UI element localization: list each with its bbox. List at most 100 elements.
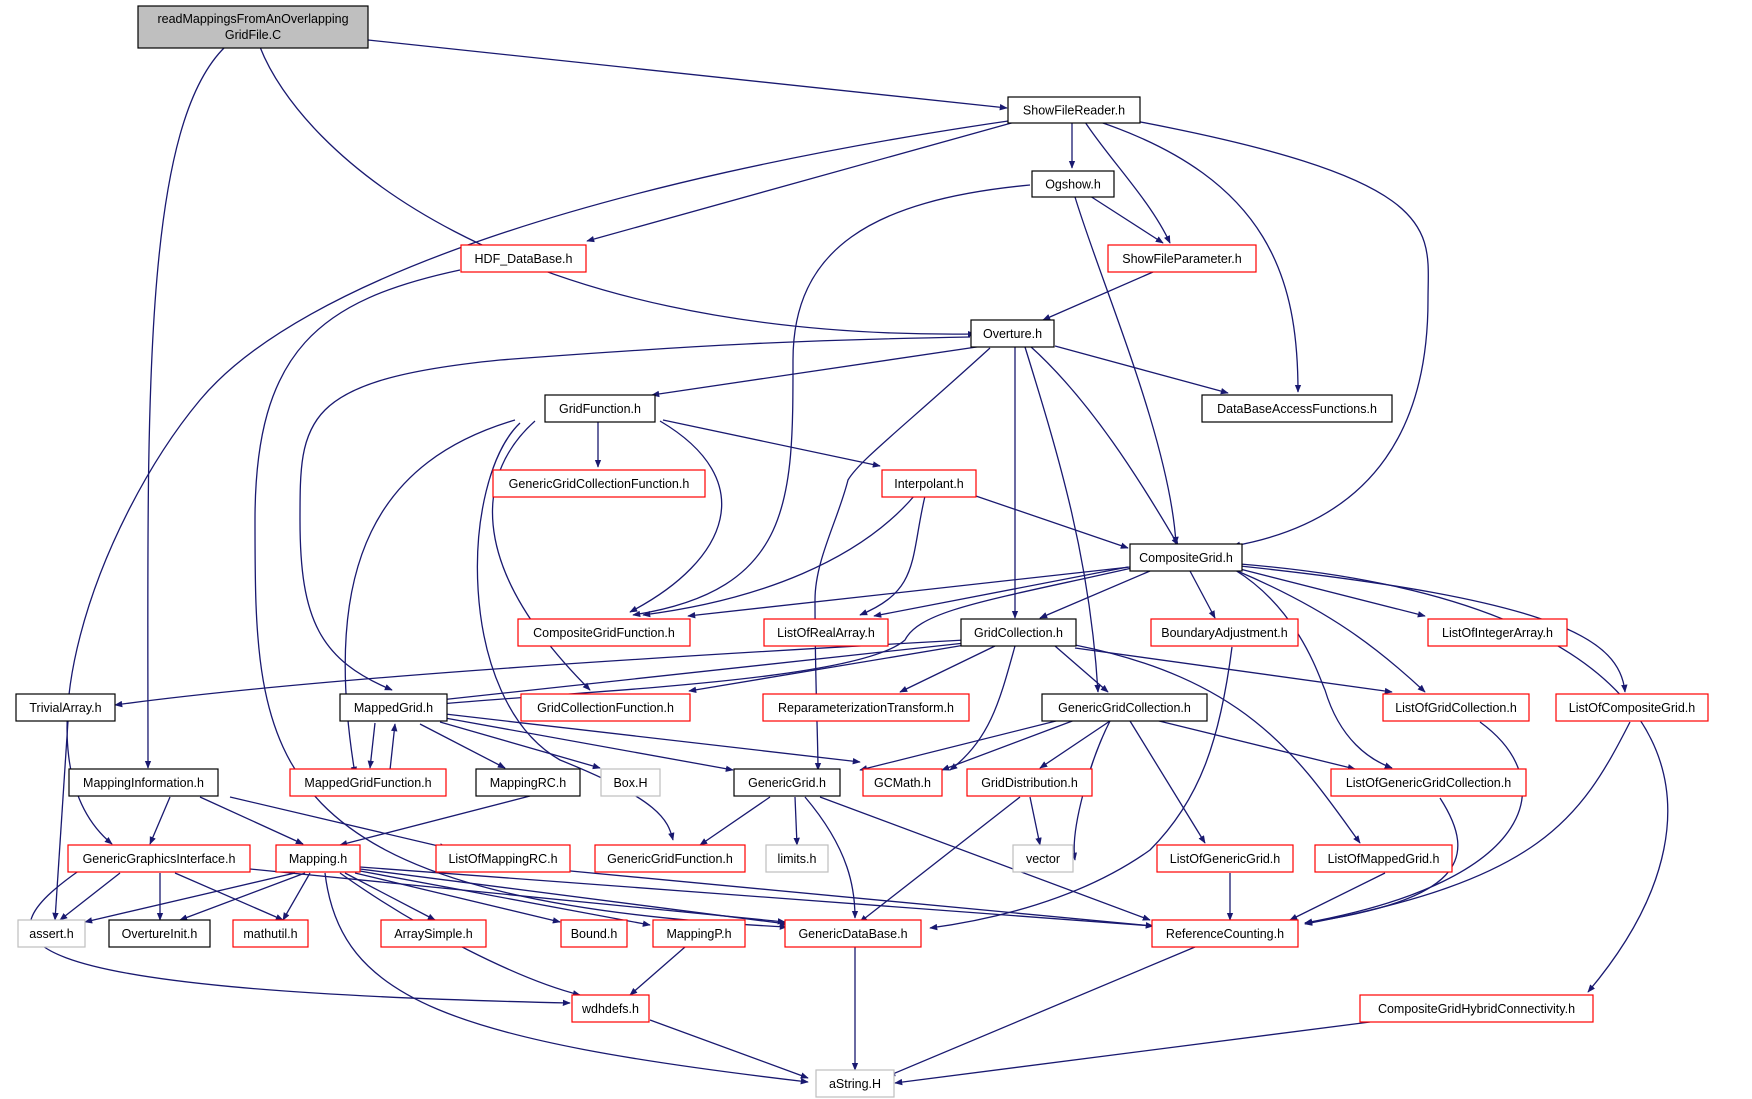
node-aString[interactable]: aString.H xyxy=(815,1069,895,1098)
node-box xyxy=(460,244,587,273)
edge xyxy=(344,419,516,775)
node-MappingInformation[interactable]: MappingInformation.h xyxy=(68,768,219,797)
node-box xyxy=(1041,693,1208,722)
edge xyxy=(899,645,996,693)
node-assert[interactable]: assert.h xyxy=(17,919,86,948)
node-ListOfIntegerArray[interactable]: ListOfIntegerArray.h xyxy=(1427,618,1568,647)
node-CompositeGridHybridConnectivity[interactable]: CompositeGridHybridConnectivity.h xyxy=(1359,994,1594,1023)
edge xyxy=(367,39,1008,111)
node-ArraySimple[interactable]: ArraySimple.h xyxy=(380,919,487,948)
node-limits[interactable]: limits.h xyxy=(765,844,829,873)
node-label: GridCollectionFunction.h xyxy=(537,701,674,715)
node-GenericGrid[interactable]: GenericGrid.h xyxy=(733,768,841,797)
node-box xyxy=(67,844,251,873)
node-label: CompositeGridFunction.h xyxy=(533,626,675,640)
node-ShowFileReader[interactable]: ShowFileReader.h xyxy=(1007,96,1141,124)
node-GenericDataBase[interactable]: GenericDataBase.h xyxy=(784,919,922,948)
node-GridCollectionFunction[interactable]: GridCollectionFunction.h xyxy=(520,693,691,722)
node-box xyxy=(17,919,86,948)
node-label: vector xyxy=(1026,852,1060,866)
edge xyxy=(339,872,581,997)
node-ListOfGridCollection[interactable]: ListOfGridCollection.h xyxy=(1382,693,1530,722)
node-box xyxy=(1031,170,1115,198)
edge xyxy=(59,872,121,921)
node-ReparameterizationTransform[interactable]: ReparameterizationTransform.h xyxy=(762,693,970,722)
node-OvertureInit[interactable]: OvertureInit.h xyxy=(108,919,211,948)
node-root-label-line2: GridFile.C xyxy=(225,28,281,42)
edge xyxy=(651,344,991,398)
node-ListOfGenericGridCollection[interactable]: ListOfGenericGridCollection.h xyxy=(1330,768,1527,797)
node-ListOfMappedGrid[interactable]: ListOfMappedGrid.h xyxy=(1314,844,1453,873)
edge xyxy=(1189,570,1216,619)
node-label: ListOfMappingRC.h xyxy=(448,852,557,866)
node-label: GenericGridCollection.h xyxy=(1058,701,1191,715)
edge xyxy=(1054,645,1109,693)
node-label: GridFunction.h xyxy=(559,402,641,416)
node-DataBaseAccessFunctions[interactable]: DataBaseAccessFunctions.h xyxy=(1201,394,1393,423)
node-MappingP[interactable]: MappingP.h xyxy=(652,919,746,948)
node-MappedGrid[interactable]: MappedGrid.h xyxy=(339,693,448,722)
node-label: ListOfGenericGridCollection.h xyxy=(1346,776,1511,790)
node-GridCollection[interactable]: GridCollection.h xyxy=(960,618,1077,647)
edge xyxy=(1084,121,1171,244)
edge xyxy=(179,872,306,921)
edge xyxy=(229,796,448,850)
node-box xyxy=(15,693,116,722)
edge xyxy=(1304,721,1631,926)
node-GridDistribution[interactable]: GridDistribution.h xyxy=(966,768,1093,797)
node-HDF_DataBase[interactable]: HDF_DataBase.h xyxy=(460,244,587,273)
node-TrivialArray[interactable]: TrivialArray.h xyxy=(15,693,116,722)
node-box xyxy=(784,919,922,948)
node-ListOfCompositeGrid[interactable]: ListOfCompositeGrid.h xyxy=(1555,693,1709,722)
edge xyxy=(444,713,861,765)
edge xyxy=(419,723,506,769)
node-box xyxy=(339,693,448,722)
node-ListOfMappingRC[interactable]: ListOfMappingRC.h xyxy=(435,844,571,873)
node-vector[interactable]: vector xyxy=(1012,844,1074,873)
node-MappingRC[interactable]: MappingRC.h xyxy=(475,768,581,797)
edge xyxy=(1074,644,1361,844)
edge xyxy=(324,872,809,1085)
node-GCMath[interactable]: GCMath.h xyxy=(862,768,943,797)
node-root[interactable]: readMappingsFromAnOverlapping GridFile.C xyxy=(137,5,369,49)
node-ListOfRealArray[interactable]: ListOfRealArray.h xyxy=(763,618,889,647)
node-box xyxy=(815,1069,895,1098)
node-GenericGridCollection[interactable]: GenericGridCollection.h xyxy=(1041,693,1208,722)
node-label: HDF_DataBase.h xyxy=(475,252,573,266)
node-GenericGridCollectionFunction[interactable]: GenericGridCollectionFunction.h xyxy=(492,469,706,498)
edge xyxy=(1089,195,1164,244)
node-mathutil[interactable]: mathutil.h xyxy=(232,919,309,948)
edge xyxy=(339,795,531,847)
node-ReferenceCounting[interactable]: ReferenceCounting.h xyxy=(1151,919,1299,948)
edge xyxy=(1129,720,1206,844)
edge xyxy=(629,420,723,613)
node-box xyxy=(520,693,691,722)
edge xyxy=(52,720,69,921)
node-box xyxy=(1151,919,1299,948)
node-wdhdefs[interactable]: wdhdefs.h xyxy=(571,994,650,1023)
node-Box[interactable]: Box.H xyxy=(600,768,661,797)
node-BoundaryAdjustment[interactable]: BoundaryAdjustment.h xyxy=(1150,618,1299,647)
node-Ogshow[interactable]: Ogshow.h xyxy=(1031,170,1115,198)
edge xyxy=(282,872,311,921)
node-GenericGraphicsInterface[interactable]: GenericGraphicsInterface.h xyxy=(67,844,251,873)
node-Mapping[interactable]: Mapping.h xyxy=(275,844,361,873)
node-CompositeGrid[interactable]: CompositeGrid.h xyxy=(1129,543,1243,572)
node-CompositeGridFunction[interactable]: CompositeGridFunction.h xyxy=(517,618,691,647)
node-label: ListOfGridCollection.h xyxy=(1395,701,1517,715)
node-Bound[interactable]: Bound.h xyxy=(560,919,628,948)
edge xyxy=(1099,121,1302,393)
node-ListOfGenericGrid[interactable]: ListOfGenericGrid.h xyxy=(1156,844,1294,873)
node-label: OvertureInit.h xyxy=(122,927,198,941)
node-GridFunction[interactable]: GridFunction.h xyxy=(544,394,656,423)
node-GenericGridFunction[interactable]: GenericGridFunction.h xyxy=(594,844,746,873)
node-box xyxy=(763,618,889,647)
node-ShowFileParameter[interactable]: ShowFileParameter.h xyxy=(1107,244,1257,273)
node-box xyxy=(862,768,943,797)
node-Overture[interactable]: Overture.h xyxy=(970,319,1055,348)
node-Interpolant[interactable]: Interpolant.h xyxy=(881,469,977,498)
edge xyxy=(1154,719,1356,771)
edge xyxy=(859,719,1061,772)
node-MappedGridFunction[interactable]: MappedGridFunction.h xyxy=(289,768,447,797)
node-label: GCMath.h xyxy=(874,776,931,790)
